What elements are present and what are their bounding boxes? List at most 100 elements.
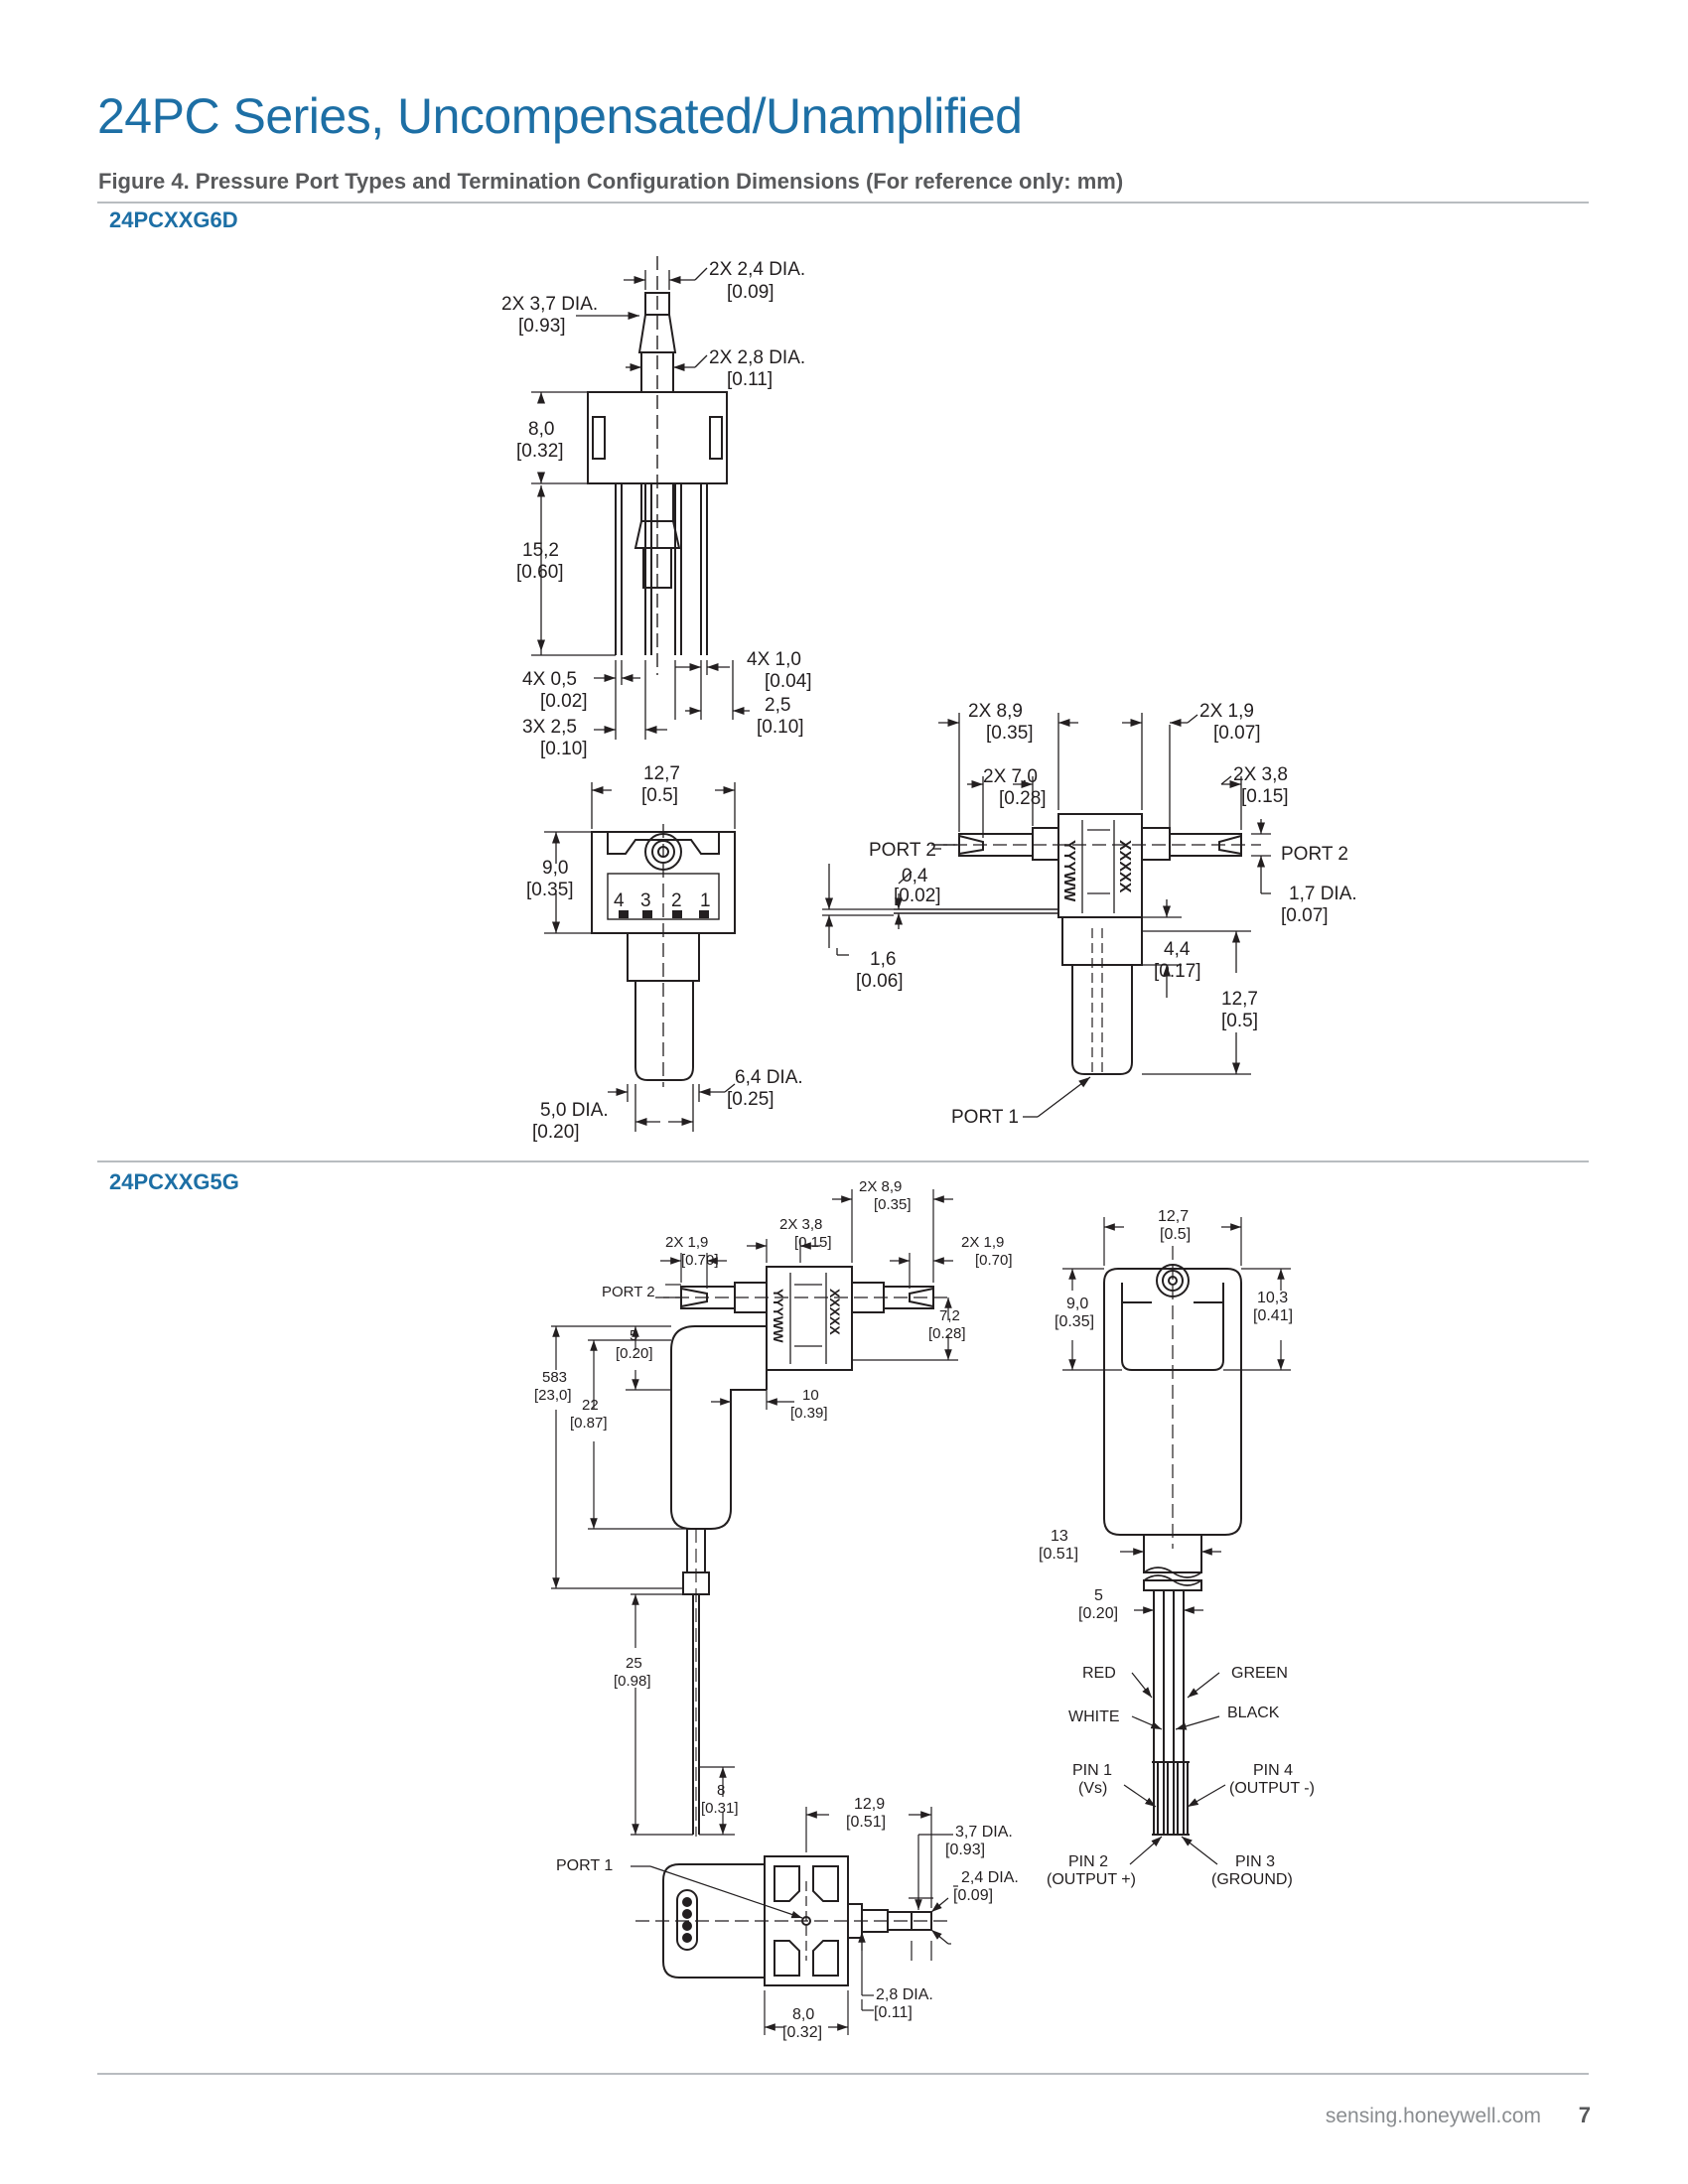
footer-url[interactable]: sensing.honeywell.com xyxy=(1325,2105,1541,2127)
g5g-bottom-labels: 12,9 [0.51] 3,7 DIA. [0.93] 2,4 DIA. [0.… xyxy=(556,1796,1019,2041)
svg-text:[0.20]: [0.20] xyxy=(616,1345,653,1362)
svg-text:2X 3,7 DIA.: 2X 3,7 DIA. xyxy=(501,294,598,315)
svg-text:[0.04]: [0.04] xyxy=(765,671,812,692)
svg-text:3,7 DIA.: 3,7 DIA. xyxy=(955,1824,1013,1841)
g6d-port-dimensions xyxy=(822,713,1271,1118)
svg-text:[0.15]: [0.15] xyxy=(1241,786,1289,807)
svg-text:WHITE: WHITE xyxy=(1068,1708,1120,1725)
g5g-front-view xyxy=(1103,1246,1242,1836)
svg-text:2X 1,9: 2X 1,9 xyxy=(1199,701,1254,722)
g5g-front-labels: 12,7 [0.5] 9,0 [0.35] 10,3 [0.41] 13 [0.… xyxy=(1039,1208,1315,1888)
svg-text:2X 2,4 DIA.: 2X 2,4 DIA. xyxy=(709,259,805,280)
svg-text:2,5: 2,5 xyxy=(765,695,790,716)
svg-text:[0.32]: [0.32] xyxy=(516,441,564,462)
svg-text:[0.02]: [0.02] xyxy=(894,886,941,906)
svg-text:[0.35]: [0.35] xyxy=(874,1196,912,1213)
svg-text:12,7: 12,7 xyxy=(1158,1208,1189,1225)
svg-text:5: 5 xyxy=(630,1327,637,1344)
svg-text:2,4 DIA.: 2,4 DIA. xyxy=(961,1869,1019,1886)
body-slot-left xyxy=(592,416,606,460)
svg-text:25: 25 xyxy=(626,1655,642,1672)
g6d-port-view xyxy=(894,813,1261,1075)
figure-caption: Figure 4. Pressure Port Types and Termin… xyxy=(98,169,1124,194)
svg-text:8,0: 8,0 xyxy=(528,419,554,440)
svg-text:(GROUND): (GROUND) xyxy=(1211,1871,1293,1888)
svg-text:[0.28]: [0.28] xyxy=(928,1325,966,1342)
right-port-tube xyxy=(1169,833,1242,857)
g6d-front-labels: 12,7 [0.5] 9,0 [0.35] 6,4 DIA. [0.25] 5,… xyxy=(526,763,803,1143)
svg-text:3: 3 xyxy=(640,890,651,911)
g5g-cable-end xyxy=(662,1863,766,1979)
svg-text:XXXXX: XXXXX xyxy=(827,1289,843,1335)
page-title: 24PC Series, Uncompensated/Unamplified xyxy=(97,88,1023,144)
svg-text:2X 8,9: 2X 8,9 xyxy=(968,701,1023,722)
g5g-side-dimensions xyxy=(551,1189,958,1836)
svg-text:[0.5]: [0.5] xyxy=(1160,1226,1191,1243)
svg-text:1: 1 xyxy=(700,890,711,911)
svg-text:[0.10]: [0.10] xyxy=(757,717,804,738)
svg-text:RED: RED xyxy=(1082,1665,1116,1682)
svg-text:[0.06]: [0.06] xyxy=(856,971,904,992)
svg-text:12,7: 12,7 xyxy=(643,763,680,784)
lower-tip xyxy=(642,547,672,589)
svg-text:4X 1,0: 4X 1,0 xyxy=(747,649,801,670)
svg-text:8: 8 xyxy=(717,1782,725,1799)
svg-text:2X 3,8: 2X 3,8 xyxy=(1233,764,1288,785)
svg-text:5: 5 xyxy=(1094,1587,1103,1604)
section-divider xyxy=(97,1160,1589,1162)
footer-divider xyxy=(97,2073,1589,2075)
port1-tube xyxy=(1071,965,1133,1075)
svg-text:BLACK: BLACK xyxy=(1227,1705,1280,1721)
svg-text:[0.31]: [0.31] xyxy=(701,1800,739,1817)
svg-text:8,0: 8,0 xyxy=(792,2006,814,2023)
g6d-side-dimensions xyxy=(531,267,750,740)
svg-text:13: 13 xyxy=(1051,1528,1068,1545)
svg-text:(OUTPUT +): (OUTPUT +) xyxy=(1047,1871,1136,1888)
svg-text:[0.70]: [0.70] xyxy=(681,1252,719,1269)
svg-text:[0.35]: [0.35] xyxy=(526,880,574,900)
svg-text:3X 2,5: 3X 2,5 xyxy=(522,717,577,738)
svg-text:12,9: 12,9 xyxy=(854,1796,885,1813)
body-slot-right xyxy=(709,416,723,460)
g5g-front-relief xyxy=(1143,1534,1202,1573)
port-tip xyxy=(644,292,670,316)
g6d-port-labels: 2X 8,9 [0.35] 2X 1,9 [0.07] 2X 7,0 [0.28… xyxy=(856,701,1357,1128)
g5g-right-port xyxy=(883,1286,934,1309)
svg-text:YYYWW: YYYWW xyxy=(1060,840,1077,902)
svg-text:6,4 DIA.: 6,4 DIA. xyxy=(735,1067,803,1088)
svg-text:9,0: 9,0 xyxy=(542,858,568,879)
svg-text:4X 0,5: 4X 0,5 xyxy=(522,669,577,690)
g5g-front-body xyxy=(1103,1268,1242,1536)
svg-text:2X 1,9: 2X 1,9 xyxy=(665,1234,708,1251)
g5g-side-view xyxy=(655,1266,953,1837)
svg-text:[0.25]: [0.25] xyxy=(727,1089,774,1110)
svg-text:2X 7,0: 2X 7,0 xyxy=(983,766,1038,787)
svg-text:[0.07]: [0.07] xyxy=(1213,723,1261,744)
svg-text:PIN 1: PIN 1 xyxy=(1072,1762,1112,1779)
g6d-port-marking: YYYWW XXXXX xyxy=(1060,840,1133,902)
svg-text:22: 22 xyxy=(582,1397,599,1414)
svg-text:[0.51]: [0.51] xyxy=(1039,1546,1078,1563)
svg-text:2X 2,8 DIA.: 2X 2,8 DIA. xyxy=(709,347,805,368)
svg-text:1,7 DIA.: 1,7 DIA. xyxy=(1289,884,1357,904)
svg-text:[0.20]: [0.20] xyxy=(1078,1605,1118,1622)
svg-text:[0.11]: [0.11] xyxy=(727,369,773,390)
svg-text:GREEN: GREEN xyxy=(1231,1665,1288,1682)
g6d-side-view xyxy=(587,256,728,675)
svg-text:12,7: 12,7 xyxy=(1221,989,1258,1010)
g5g-bottom-view xyxy=(635,1855,951,1986)
svg-text:[0.35]: [0.35] xyxy=(986,723,1034,744)
svg-text:[0.28]: [0.28] xyxy=(999,788,1047,809)
svg-text:[0.41]: [0.41] xyxy=(1253,1307,1293,1324)
g5g-side-labels: 2X 8,9 [0.35] 2X 3,8 [0.15] 2X 1,9 [0.70… xyxy=(534,1178,1013,1817)
g5g-bottom-dimensions xyxy=(631,1807,958,2035)
g5g-body xyxy=(766,1266,853,1371)
g6d-side-labels: 2X 2,4 DIA. [0.09] 2X 3,7 DIA. [0.93] 2X… xyxy=(501,259,812,759)
svg-text:10: 10 xyxy=(802,1387,819,1404)
svg-text:0,4: 0,4 xyxy=(902,866,928,887)
svg-text:PORT 2: PORT 2 xyxy=(602,1284,655,1300)
svg-text:2: 2 xyxy=(671,890,682,911)
svg-text:[0.70]: [0.70] xyxy=(975,1252,1013,1269)
svg-text:YYYWW: YYYWW xyxy=(771,1289,786,1343)
svg-text:[0.39]: [0.39] xyxy=(790,1405,828,1422)
